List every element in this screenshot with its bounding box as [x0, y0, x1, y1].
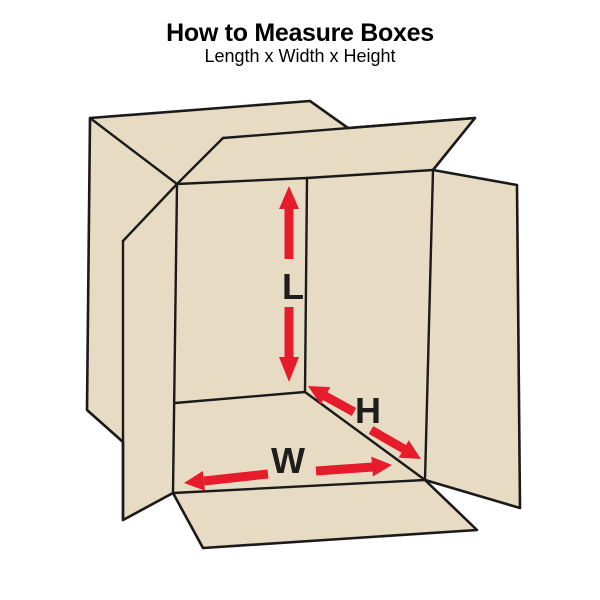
- page-subtitle: Length x Width x Height: [204, 46, 396, 66]
- width-arrow-right: [315, 456, 392, 477]
- width-label: W: [271, 440, 305, 481]
- box-edge-interior-bottom-right: [303, 390, 427, 482]
- height-arrow-down: [368, 426, 421, 459]
- box-edge-front-left-vertical: [171, 182, 179, 495]
- box-edges: [88, 99, 477, 522]
- box-edge-front-bottom: [171, 478, 427, 495]
- box-edge-interior-top-left: [175, 176, 309, 186]
- box-edge-backright-flap-left: [175, 136, 225, 186]
- length-arrow-down: [279, 307, 299, 382]
- length-label: L: [282, 266, 304, 307]
- header: How to Measure Boxes Length x Width x He…: [0, 20, 600, 67]
- height-label: H: [355, 390, 381, 431]
- box-edge-backleft-flap-right: [308, 99, 350, 130]
- box-edge-interior-top-right: [305, 168, 435, 180]
- box-edge-interior-bottom-left: [173, 390, 307, 405]
- box-edge-topleft-fold: [88, 116, 179, 186]
- box-edge-left-flap-fold: [121, 182, 179, 243]
- box-edge-front-right-vertical: [423, 168, 435, 482]
- page-title: How to Measure Boxes: [166, 19, 434, 47]
- length-arrow-up: [279, 186, 299, 259]
- width-arrow-left: [184, 469, 269, 491]
- box-edge-interior-corner-vertical: [303, 176, 309, 394]
- height-arrow-up: [308, 386, 357, 416]
